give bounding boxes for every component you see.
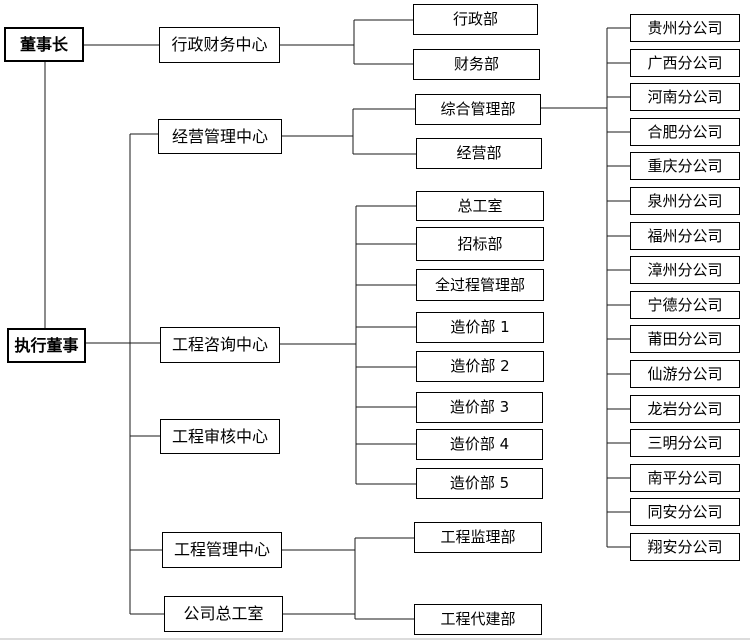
node-branch-nanping: 南平分公司 (630, 464, 740, 492)
node-dept-cost-5: 造价部 5 (416, 468, 543, 499)
node-branch-zhangzhou: 漳州分公司 (630, 256, 740, 284)
node-branch-chongqing: 重庆分公司 (630, 152, 740, 180)
node-chairman: 董事长 (4, 27, 84, 62)
node-branch-longyan: 龙岩分公司 (630, 395, 740, 423)
node-center-business-mgmt: 经营管理中心 (158, 119, 282, 154)
node-dept-finance: 财务部 (413, 49, 540, 80)
node-dept-cost-1: 造价部 1 (416, 312, 544, 343)
node-branch-fuzhou: 福州分公司 (630, 222, 740, 250)
node-dept-chief-engineer-office: 总工室 (416, 191, 544, 221)
node-branch-sanming: 三明分公司 (630, 429, 740, 457)
node-dept-admin: 行政部 (413, 4, 538, 35)
node-dept-whole-process-mgmt: 全过程管理部 (416, 269, 544, 301)
node-branch-hefei: 合肥分公司 (630, 118, 740, 146)
node-dept-general-mgmt: 综合管理部 (415, 94, 541, 125)
node-center-project-mgmt: 工程管理中心 (162, 532, 282, 568)
node-branch-xianyou: 仙游分公司 (630, 360, 740, 388)
window-bottom-edge (0, 638, 750, 640)
node-executive-director: 执行董事 (7, 328, 86, 363)
node-dept-bidding: 招标部 (416, 227, 544, 261)
node-center-chief-office: 公司总工室 (164, 596, 283, 632)
node-branch-henan: 河南分公司 (630, 83, 740, 111)
node-dept-cost-2: 造价部 2 (416, 351, 544, 382)
node-branch-tongan: 同安分公司 (630, 498, 740, 526)
node-branch-ningde: 宁德分公司 (630, 291, 740, 319)
node-dept-agent-construction: 工程代建部 (414, 604, 542, 635)
node-branch-quanzhou: 泉州分公司 (630, 187, 740, 215)
node-branch-xiangan: 翔安分公司 (630, 533, 740, 561)
node-center-consulting: 工程咨询中心 (160, 327, 280, 363)
node-dept-business: 经营部 (416, 138, 542, 169)
node-branch-guizhou: 贵州分公司 (630, 14, 740, 42)
node-dept-supervision: 工程监理部 (414, 522, 542, 553)
node-dept-cost-3: 造价部 3 (416, 392, 543, 423)
node-branch-guangxi: 广西分公司 (630, 49, 740, 77)
node-branch-putian: 莆田分公司 (630, 325, 740, 353)
node-center-admin-finance: 行政财务中心 (159, 27, 280, 63)
node-dept-cost-4: 造价部 4 (416, 429, 543, 460)
node-center-audit: 工程审核中心 (160, 419, 280, 454)
